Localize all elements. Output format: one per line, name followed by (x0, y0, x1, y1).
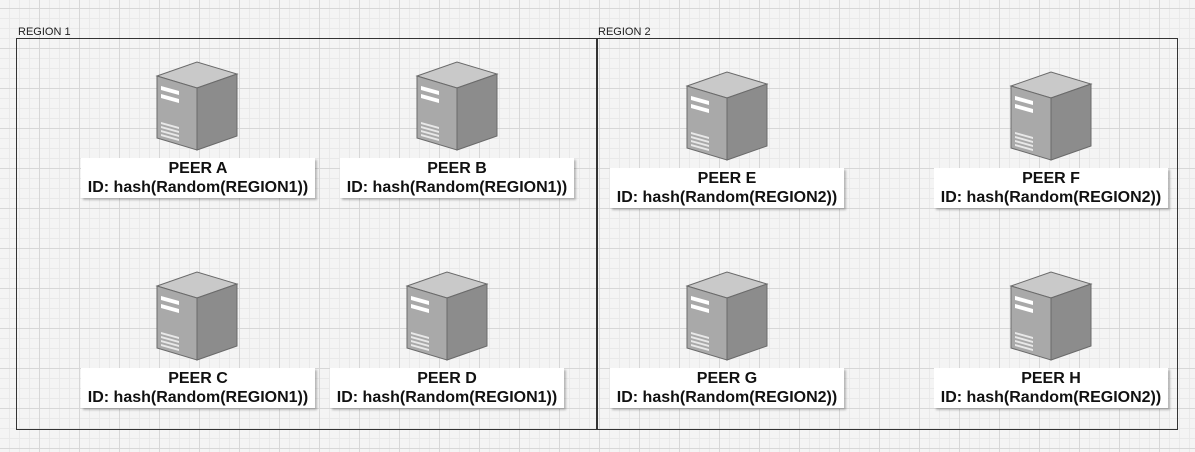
peer-id: ID: hash(Random(REGION2)) (616, 389, 838, 406)
peer-name: PEER H (1021, 370, 1081, 387)
server-tower-icon (415, 58, 499, 152)
peer-name: PEER F (1022, 170, 1080, 187)
peer-id: ID: hash(Random(REGION1)) (87, 179, 309, 196)
peer-name: PEER B (427, 160, 487, 177)
peer-id: ID: hash(Random(REGION1)) (87, 389, 309, 406)
peer-name: PEER G (696, 370, 758, 387)
peer-name: PEER A (168, 160, 228, 177)
peer-g-label: PEER G ID: hash(Random(REGION2)) (610, 368, 844, 408)
peer-c-label: PEER C ID: hash(Random(REGION1)) (81, 368, 315, 408)
server-tower-icon (685, 268, 769, 362)
peer-h-label: PEER H ID: hash(Random(REGION2)) (934, 368, 1168, 408)
server-tower-icon (1009, 268, 1093, 362)
server-tower-icon (685, 68, 769, 162)
server-tower-icon (405, 268, 489, 362)
region-1-label: REGION 1 (18, 26, 71, 38)
peer-name: PEER C (168, 370, 228, 387)
region-1-boundary (16, 38, 598, 430)
peer-a-label: PEER A ID: hash(Random(REGION1)) (81, 158, 315, 198)
server-tower-icon (155, 268, 239, 362)
peer-id: ID: hash(Random(REGION2)) (616, 189, 838, 206)
peer-id: ID: hash(Random(REGION1)) (336, 389, 558, 406)
peer-b-label: PEER B ID: hash(Random(REGION1)) (340, 158, 574, 198)
server-tower-icon (155, 58, 239, 152)
peer-d-label: PEER D ID: hash(Random(REGION1)) (330, 368, 564, 408)
peer-name: PEER E (697, 170, 757, 187)
region-2-label: REGION 2 (598, 26, 651, 38)
peer-f-label: PEER F ID: hash(Random(REGION2)) (934, 168, 1168, 208)
peer-id: ID: hash(Random(REGION2)) (940, 389, 1162, 406)
peer-id: ID: hash(Random(REGION2)) (940, 189, 1162, 206)
peer-name: PEER D (417, 370, 477, 387)
peer-id: ID: hash(Random(REGION1)) (346, 179, 568, 196)
peer-e-label: PEER E ID: hash(Random(REGION2)) (610, 168, 844, 208)
region-2-boundary (596, 38, 1178, 430)
server-tower-icon (1009, 68, 1093, 162)
